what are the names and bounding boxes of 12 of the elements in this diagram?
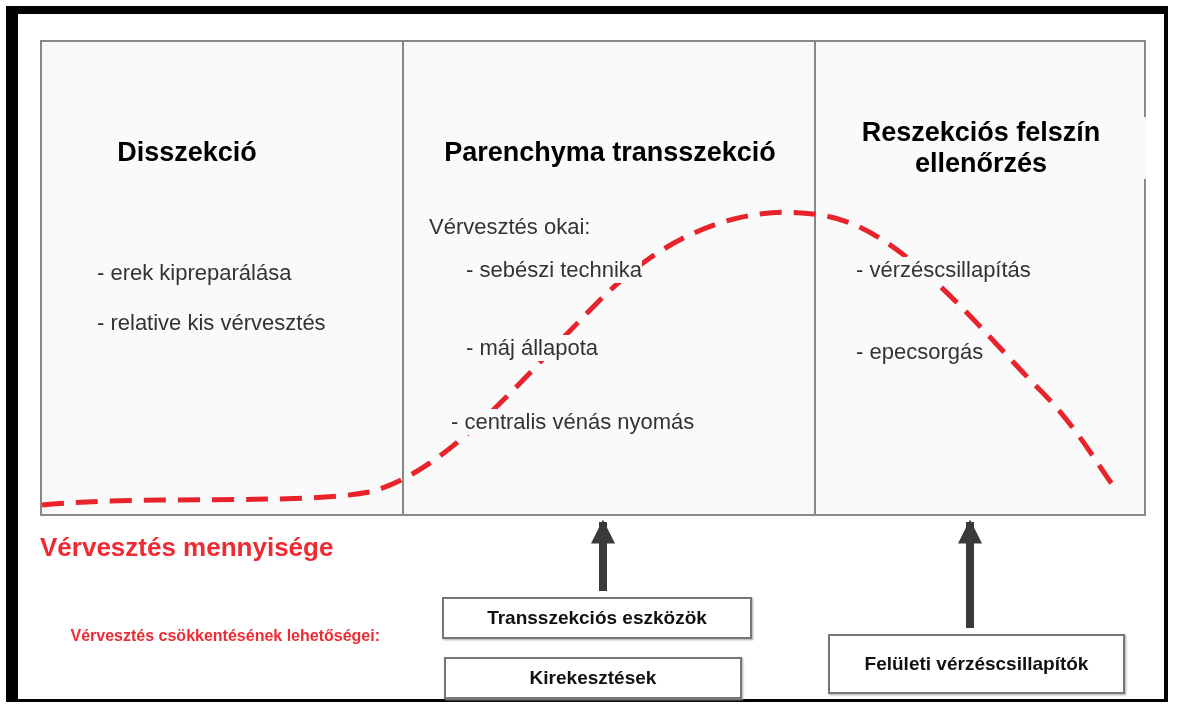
phase-panel [40, 40, 404, 516]
method-box: Kirekesztések [444, 657, 742, 699]
quantity-label: Vérvesztés mennyisége [40, 532, 334, 563]
method-box: Transszekciós eszközök [442, 597, 752, 639]
note-text: Vérvesztés csökkentésének lehetőségei: [69, 626, 380, 646]
bullet-text: - sebészi technika [466, 257, 643, 283]
bullet-text: - centralis vénás nyomás [451, 409, 695, 435]
phase-panel [814, 40, 1146, 516]
bullet-text: - máj állapota [466, 335, 599, 361]
phase-panel [402, 40, 816, 516]
bullet-text: - vérzéscsillapítás [856, 257, 1031, 283]
method-box: Felületi vérzéscsillapítók [828, 634, 1125, 694]
